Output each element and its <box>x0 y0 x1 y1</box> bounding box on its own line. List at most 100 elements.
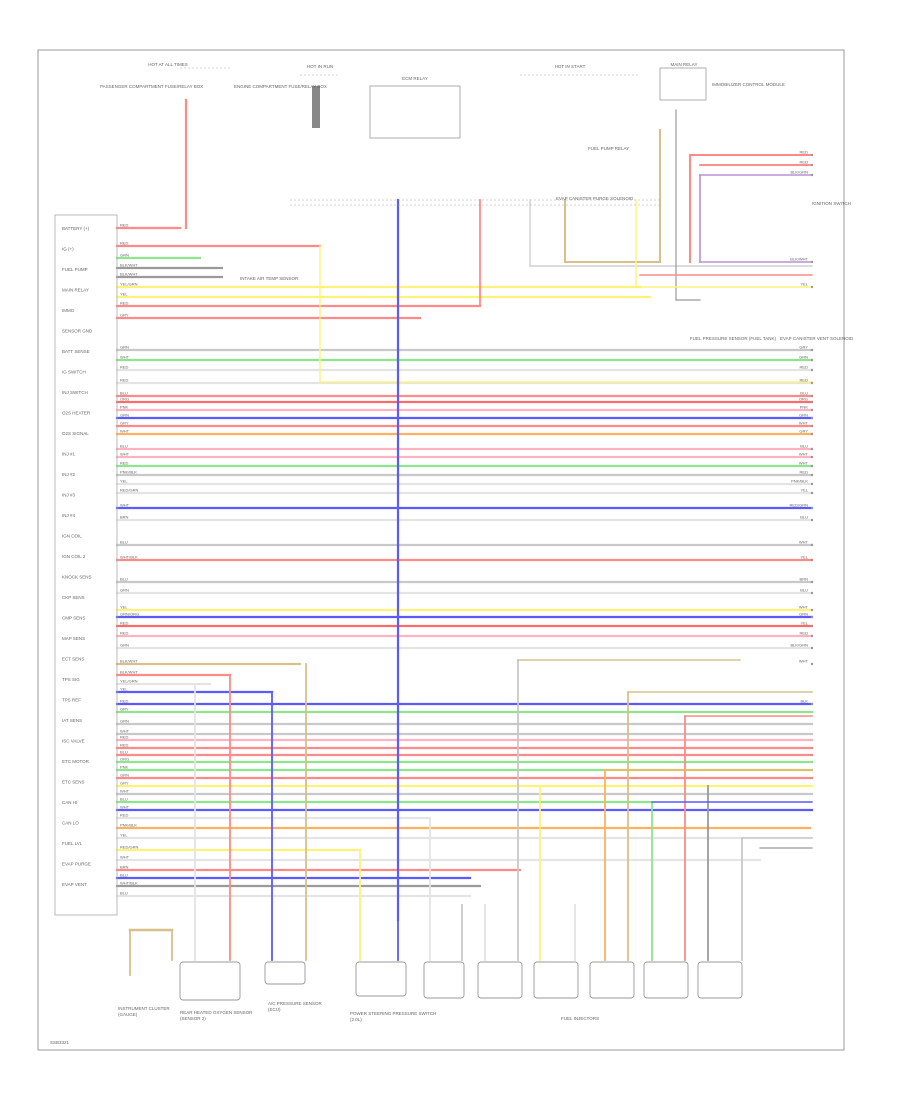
ecm-pin-name: EVAP VENT <box>62 882 87 887</box>
right-wire-label: BLU <box>800 515 808 520</box>
ecm-pin-name: INJ #2 <box>62 472 76 477</box>
injectors-label: FUEL INJECTORS <box>561 1016 599 1021</box>
ecm-pin-name: INJ #4 <box>62 513 76 518</box>
wire-color-label: ORG <box>120 757 129 762</box>
wire-color-label: GRY <box>120 421 129 426</box>
ac-sensor-label: A/C PRESSURE SENSOR <box>268 1001 323 1006</box>
connector-pin <box>810 432 814 436</box>
right-wire-label: ORG <box>799 397 808 402</box>
wire-color-label: YEL <box>120 292 128 297</box>
connector-pin <box>810 348 814 352</box>
right-wire-label: GRN <box>799 413 808 418</box>
injector-box <box>423 961 465 999</box>
wire-color-label: GRY <box>120 707 129 712</box>
connector-pin <box>810 506 814 510</box>
wire-color-label: BRN <box>120 865 129 870</box>
wire-color-label: YEL <box>120 687 128 692</box>
wire-color-label: GRN <box>120 719 129 724</box>
right-wire-label: YEL <box>800 488 808 493</box>
wire-color-label: RED <box>120 631 129 636</box>
right-wire-label: RED/GRN <box>790 503 809 508</box>
wire-color-label: PNK/BLK <box>120 823 137 828</box>
switch-box <box>355 961 407 997</box>
wire-color-label: WHT <box>120 355 130 360</box>
wire-color-label: YEL <box>120 833 128 838</box>
ecm-pin-name: SENSOR GND <box>62 329 93 334</box>
ecm-pin-name: CAN HI <box>62 800 77 805</box>
ecm-pin-name: IMMO <box>62 308 75 313</box>
right-wire-label: GRN <box>799 612 808 617</box>
connector-pin <box>810 591 814 595</box>
ecm-pin-name: INJ #3 <box>62 493 76 498</box>
right-wire-label: RED <box>800 631 809 636</box>
wire-color-label: GRN <box>120 588 129 593</box>
right-wire-label: RED <box>800 160 809 165</box>
ecm-pin-name: CMP SENS <box>62 616 85 621</box>
wire-color-label: BRN <box>120 515 129 520</box>
connector-pin <box>810 285 814 289</box>
ecm-pin-name: IG (+) <box>62 247 74 252</box>
connector-pin <box>810 491 814 495</box>
component-label: EVAP CANISTER VENT SOLENOID <box>780 336 854 341</box>
right-wire-label: RED <box>800 378 809 383</box>
ps-switch-label: POWER STEERING PRESSURE SWITCH <box>350 1011 436 1016</box>
wire-color-label: GRN/ORG <box>120 612 139 617</box>
connector-pin <box>810 368 814 372</box>
wire-color-label: RED/GRN <box>120 488 139 493</box>
right-wire-label: BLU <box>800 588 808 593</box>
wire-color-label: RED <box>120 461 129 466</box>
wire-color-label: WHT <box>120 805 130 810</box>
ecm-pin-name: IGN COIL <box>62 534 82 539</box>
wire-color-label: RED <box>120 378 129 383</box>
right-wire-label: BLU <box>800 444 808 449</box>
connector-pin <box>810 381 814 385</box>
wire-color-label: WHT <box>120 503 130 508</box>
ecm-outline <box>54 214 118 916</box>
ecm-pin-name: TPS REF <box>62 698 81 703</box>
wires <box>115 98 814 976</box>
connector-pin <box>810 400 814 404</box>
instrument-cluster-label: INSTRUMENT CLUSTER <box>118 1006 170 1011</box>
wire-color-label: RED <box>120 223 129 228</box>
component-label: FUEL PUMP RELAY <box>588 146 629 151</box>
wire-color-label: GRY <box>120 313 129 318</box>
components <box>54 67 814 1001</box>
connector-pin <box>810 580 814 584</box>
ecm-pin-name: FUEL LVL <box>62 841 83 846</box>
connector-pin <box>810 408 814 412</box>
ac-sensor-sub: (ECU) <box>268 1007 281 1012</box>
ecm-pin-name: CAN LO <box>62 821 79 826</box>
wire-color-label: GRN <box>120 773 129 778</box>
connector-pin <box>810 260 814 264</box>
wire-color-label: RED <box>120 365 129 370</box>
wire-color-label: WHT <box>120 855 130 860</box>
connector-pin <box>810 358 814 362</box>
footer-code: SSB3321 <box>50 1040 70 1045</box>
diagram-border <box>37 49 845 1051</box>
wire-color-label: WHT <box>120 789 130 794</box>
instrument-cluster-sub: (GAUGE) <box>118 1012 138 1017</box>
connector-pin <box>810 447 814 451</box>
injector-box <box>589 961 635 999</box>
component-label: EVAP CANISTER PURGE SOLENOID <box>556 196 634 201</box>
right-wire-label: GRY <box>799 429 808 434</box>
wire-color-label: YEL/GRN <box>120 679 138 684</box>
connector-pin <box>810 163 814 167</box>
wire-color-label: BLU <box>120 540 128 545</box>
right-wire-label: BLK/GRN <box>790 643 808 648</box>
connector-pin <box>810 646 814 650</box>
ecm-pin-name: O2S SIGNAL <box>62 431 89 436</box>
component-label: FUEL PRESSURE SENSOR (FUEL TANK) <box>690 336 777 341</box>
connector-pin <box>810 424 814 428</box>
wire-color-label: PNK/BLK <box>120 470 137 475</box>
wire-color-label: RED <box>120 735 129 740</box>
connector-pin <box>810 455 814 459</box>
ecm-pin-name: KNOCK SENS <box>62 575 92 580</box>
wire-color-label: BLU <box>120 873 128 878</box>
wire-color-label: RED <box>120 301 129 306</box>
ecm-pin-name: ECT SENS <box>62 657 84 662</box>
hot-label: HOT IN START <box>555 64 586 69</box>
connector-pin <box>810 702 814 706</box>
right-wire-label: WHT <box>799 659 809 664</box>
right-wire-label: RED <box>800 365 809 370</box>
